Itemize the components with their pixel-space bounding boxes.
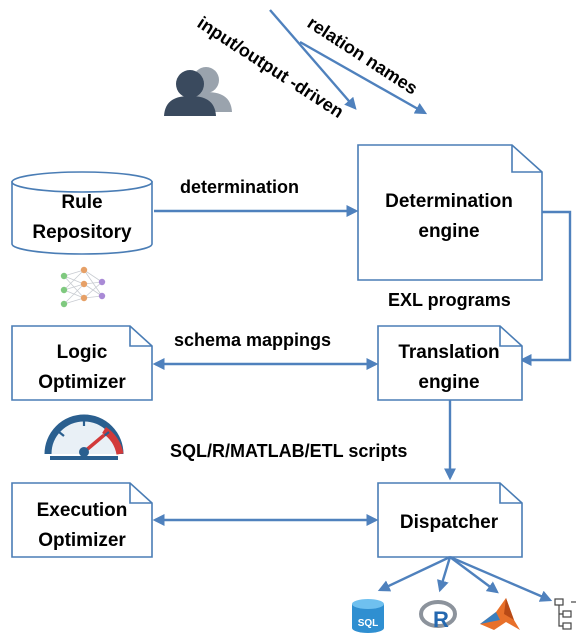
translation-engine-line2: engine — [418, 372, 479, 393]
translation-engine-box: Translation engine — [377, 325, 523, 401]
execution-optimizer-line1: Execution — [37, 500, 128, 521]
execution-optimizer-line2: Optimizer — [38, 530, 126, 551]
r-logo-icon: R — [419, 600, 457, 632]
matlab-logo-icon — [480, 598, 520, 630]
determination-engine-line1: Determination — [385, 191, 513, 212]
schema-mappings-label: schema mappings — [174, 330, 331, 350]
relation-names-label: relation names — [304, 13, 421, 99]
relation-names-arrow — [299, 40, 428, 115]
r-icon-text: R — [433, 607, 449, 632]
rule-repository-line2: Repository — [32, 222, 132, 243]
neural-network-icon — [60, 266, 106, 308]
exl-programs-label: EXL programs — [388, 290, 511, 310]
dispatch-matlab-arrow — [449, 556, 499, 594]
determination-engine-line2: engine — [418, 221, 479, 242]
execution-optimizer-box: Execution Optimizer — [11, 482, 153, 558]
exl-programs-arrow — [519, 210, 572, 366]
scripts-label: SQL/R/MATLAB/ETL scripts — [170, 441, 407, 461]
dispatcher-box: Dispatcher — [377, 482, 523, 558]
input-output-arrow — [269, 9, 357, 110]
dispatch-etl-arrow — [449, 555, 553, 602]
dispatch-r-arrow — [437, 556, 452, 593]
dispatcher-label: Dispatcher — [400, 512, 499, 533]
determination-label: determination — [180, 177, 299, 197]
sql-database-icon: SQL — [352, 599, 384, 633]
dispatch-sql-arrow — [377, 555, 451, 592]
logic-optimizer-line1: Logic — [57, 342, 108, 363]
translation-engine-line1: Translation — [398, 342, 499, 363]
logic-optimizer-line2: Optimizer — [38, 372, 126, 393]
speedometer-icon — [44, 414, 124, 460]
rule-repository-line1: Rule — [61, 192, 102, 213]
users-icon — [164, 67, 232, 116]
determination-engine-box: Determination engine — [357, 144, 543, 281]
logic-optimizer-box: Logic Optimizer — [11, 325, 153, 401]
sql-icon-text: SQL — [358, 618, 379, 629]
rule-repository-box: Rule Repository — [11, 171, 153, 255]
etl-flow-icon — [554, 598, 576, 630]
